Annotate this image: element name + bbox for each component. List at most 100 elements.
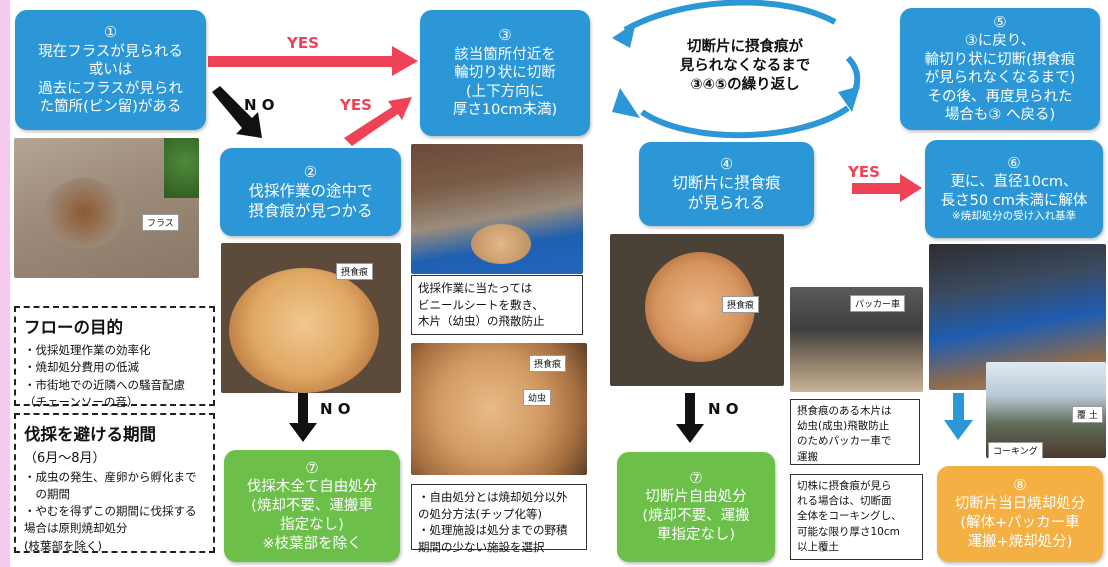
note-free-line-2: の処分方法(チップ化等): [418, 506, 542, 521]
yes-label-2: YES: [340, 96, 372, 114]
step-1-line-2: 或いは: [88, 62, 133, 79]
step-4-box: ④ 切断片に摂食痕 が見られる: [639, 142, 814, 226]
cycle-line-1: 切断片に摂食痕が: [687, 39, 803, 55]
no-arrow-2-to-7: [289, 393, 317, 442]
photo-cutting: [411, 144, 583, 274]
avoid-item-2: の期間: [24, 486, 70, 501]
photo-cutting-log: [471, 224, 531, 264]
step-1-line-1: 現在フラスが見られる: [38, 43, 183, 60]
step-8-line-2: (解体+パッカー車: [960, 515, 1080, 532]
step-3-number: ③: [498, 26, 512, 45]
step-7a-number: ⑦: [305, 458, 319, 477]
step-3-box: ③ 該当箇所付近を 輪切り状に切断 (上下方向に 厚さ10cm未満): [420, 10, 590, 136]
step-4-number: ④: [719, 154, 734, 173]
cycle-line-3: ③④⑤の繰り返し: [690, 76, 800, 93]
step-7b-line-3: 車指定なし): [656, 527, 736, 544]
step-5-line-2: 輪切り状に切断(摂食痕: [924, 51, 1076, 68]
note-packer-line-2: 幼虫(成虫)飛散防止: [797, 420, 890, 433]
step-8-line-1: 切断片当日焼却処分: [954, 496, 1086, 513]
step-7b-line-1: 切断片自由処分: [645, 489, 747, 506]
step-7a-line-1: 伐採木全て自由処分: [246, 479, 378, 496]
note-stump-line-1: 切株に摂食痕が見ら: [797, 480, 892, 492]
photo-stump-1: 摂食痕: [221, 243, 401, 393]
yes-label-3: YES: [848, 163, 880, 181]
label-larva: 幼虫: [523, 389, 552, 406]
step-1-box: ① 現在フラスが見られる 或いは 過去にフラスが見られ た箇所(ピン留)がある: [15, 10, 206, 130]
step-7-box-right: ⑦ 切断片自由処分 (焼却不要、運搬 車指定なし): [617, 452, 775, 562]
step-6-number: ⑥: [1007, 154, 1021, 173]
label-feeding-3: 摂食痕: [722, 296, 760, 313]
purpose-item-4: （チェーンソーの音）: [24, 394, 139, 409]
step-5-line-5: 場合も③ へ戻る): [944, 107, 1056, 124]
yes-arrow-2-to-3: [344, 97, 412, 146]
note-stump-line-4: 可能な限り厚さ10cm: [797, 525, 900, 538]
step-5-line-4: その後、再度見られた: [927, 88, 1073, 105]
step-8-number: ⑧: [1013, 475, 1027, 494]
note-packer-line-1: 摂食痕のある木片は: [797, 405, 892, 417]
step-4-line-1: 切断片に摂食痕: [672, 173, 781, 192]
no-arrow-4-to-7: [676, 393, 704, 443]
step-2-line-1: 伐採作業の途中で: [248, 181, 373, 200]
no-label-3: N O: [708, 400, 739, 418]
step-7-box-left: ⑦ 伐採木全て自由処分 (焼却不要、運搬車 指定なし) ※枝葉部を除く: [224, 450, 400, 562]
label-caulking: コーキング: [988, 442, 1043, 458]
purpose-box: フローの目的 ・伐採処理作業の効率化 ・焼却処分費用の低減 ・市街地での近隣への…: [14, 306, 215, 409]
step-2-line-2: 摂食痕が見つかる: [248, 201, 373, 220]
step-8-box: ⑧ 切断片当日焼却処分 (解体+パッカー車 運搬+焼却処分): [937, 466, 1103, 562]
photo-frass: フラス: [14, 138, 199, 278]
photo-stump-2: 摂食痕: [610, 234, 784, 386]
step-5-line-1: ③に戻り、: [964, 33, 1036, 50]
note-free-line-4: 期間の少ない施設を選択: [418, 540, 545, 555]
purpose-item-2: ・焼却処分費用の低減: [24, 360, 139, 375]
step-3-line-4: 厚さ10cm未満): [452, 102, 558, 119]
avoid-period-box: 伐採を避ける期間 （6月～8月） ・成虫の発生、産卵から孵化まで の期間 ・やむ…: [14, 413, 215, 553]
note-stump-line-2: れる場合は、切断面: [797, 495, 892, 508]
step-1-line-3: 過去にフラスが見られ: [38, 80, 183, 97]
photo-frass-leaves: [164, 138, 199, 198]
step-6-note: ※焼却処分の受け入れ基準: [951, 210, 1077, 223]
cycle-line-2: 見られなくなるまで: [679, 57, 811, 74]
step-2-number: ②: [303, 162, 318, 181]
purpose-item-3: ・市街地での近隣への騒音配慮: [24, 377, 185, 392]
yes-arrow-1-to-3: [208, 46, 418, 76]
note-packer-line-3: のためパッカー車で: [797, 435, 892, 448]
note-sheet-line-1: 伐採作業に当たっては: [418, 281, 533, 295]
note-sheet-line-3: 木片（幼虫）の飛散防止: [418, 314, 545, 329]
step-6-line-1: 更に、直径10cm、: [950, 174, 1078, 191]
step-7a-line-3: 指定なし): [280, 516, 344, 533]
note-stump-line-5: 以上覆土: [797, 540, 839, 553]
no-label-2: N O: [320, 400, 351, 418]
photo-frass-pile: [44, 178, 124, 248]
purpose-title: フローの目的: [24, 318, 123, 337]
avoid-item-4: 場合は原則焼却処分: [24, 521, 128, 536]
step-5-box: ⑤ ③に戻り、 輪切り状に切断(摂食痕 が見られなくなるまで) その後、再度見ら…: [900, 8, 1100, 130]
note-packer-line-4: 運搬: [797, 450, 818, 463]
step-7b-number: ⑦: [689, 468, 703, 487]
down-arrow-6-to-8: [944, 393, 973, 440]
step-3-line-1: 該当箇所付近を: [454, 46, 556, 63]
photo-packer-truck: パッカー車: [790, 287, 923, 392]
photo-larva: 摂食痕 幼虫: [411, 343, 587, 475]
step-7a-line-2: (焼却不要、運搬車: [251, 497, 373, 514]
purpose-item-1: ・伐採処理作業の効率化: [24, 343, 151, 357]
photo-stump-1-wood: [229, 268, 379, 393]
label-packer: パッカー車: [850, 295, 906, 312]
yes-label-1: YES: [287, 34, 319, 52]
note-free-line-1: ・自由処分とは焼却処分以外: [418, 490, 568, 504]
note-sheet-line-2: ビニールシートを敷き、: [418, 297, 544, 312]
cycle-text: 切断片に摂食痕が 見られなくなるまで ③④⑤の繰り返し: [640, 38, 850, 95]
step-3-line-2: 輪切り状に切断: [454, 65, 556, 82]
step-5-number: ⑤: [993, 13, 1007, 32]
note-free-line-3: ・処理施設は処分までの野積: [418, 523, 568, 538]
avoid-item-3: ・やむを得ずこの期間に伐採する: [24, 504, 197, 518]
step-3-line-3: (上下方向に: [465, 83, 545, 100]
label-feeding-1: 摂食痕: [336, 263, 374, 280]
cycle-arrowhead-left: [612, 22, 636, 48]
avoid-item-5: (枝葉部を除く): [24, 538, 102, 553]
step-7a-line-4: ※枝葉部を除く: [262, 535, 362, 552]
note-sheet: 伐採作業に当たっては ビニールシートを敷き、 木片（幼虫）の飛散防止: [411, 275, 583, 335]
note-free-disposal: ・自由処分とは焼却処分以外 の処分方法(チップ化等) ・処理施設は処分までの野積…: [411, 484, 587, 554]
note-stump-line-3: 全体をコーキングし、: [797, 510, 902, 523]
no-arrow-1-to-2: [212, 86, 262, 138]
